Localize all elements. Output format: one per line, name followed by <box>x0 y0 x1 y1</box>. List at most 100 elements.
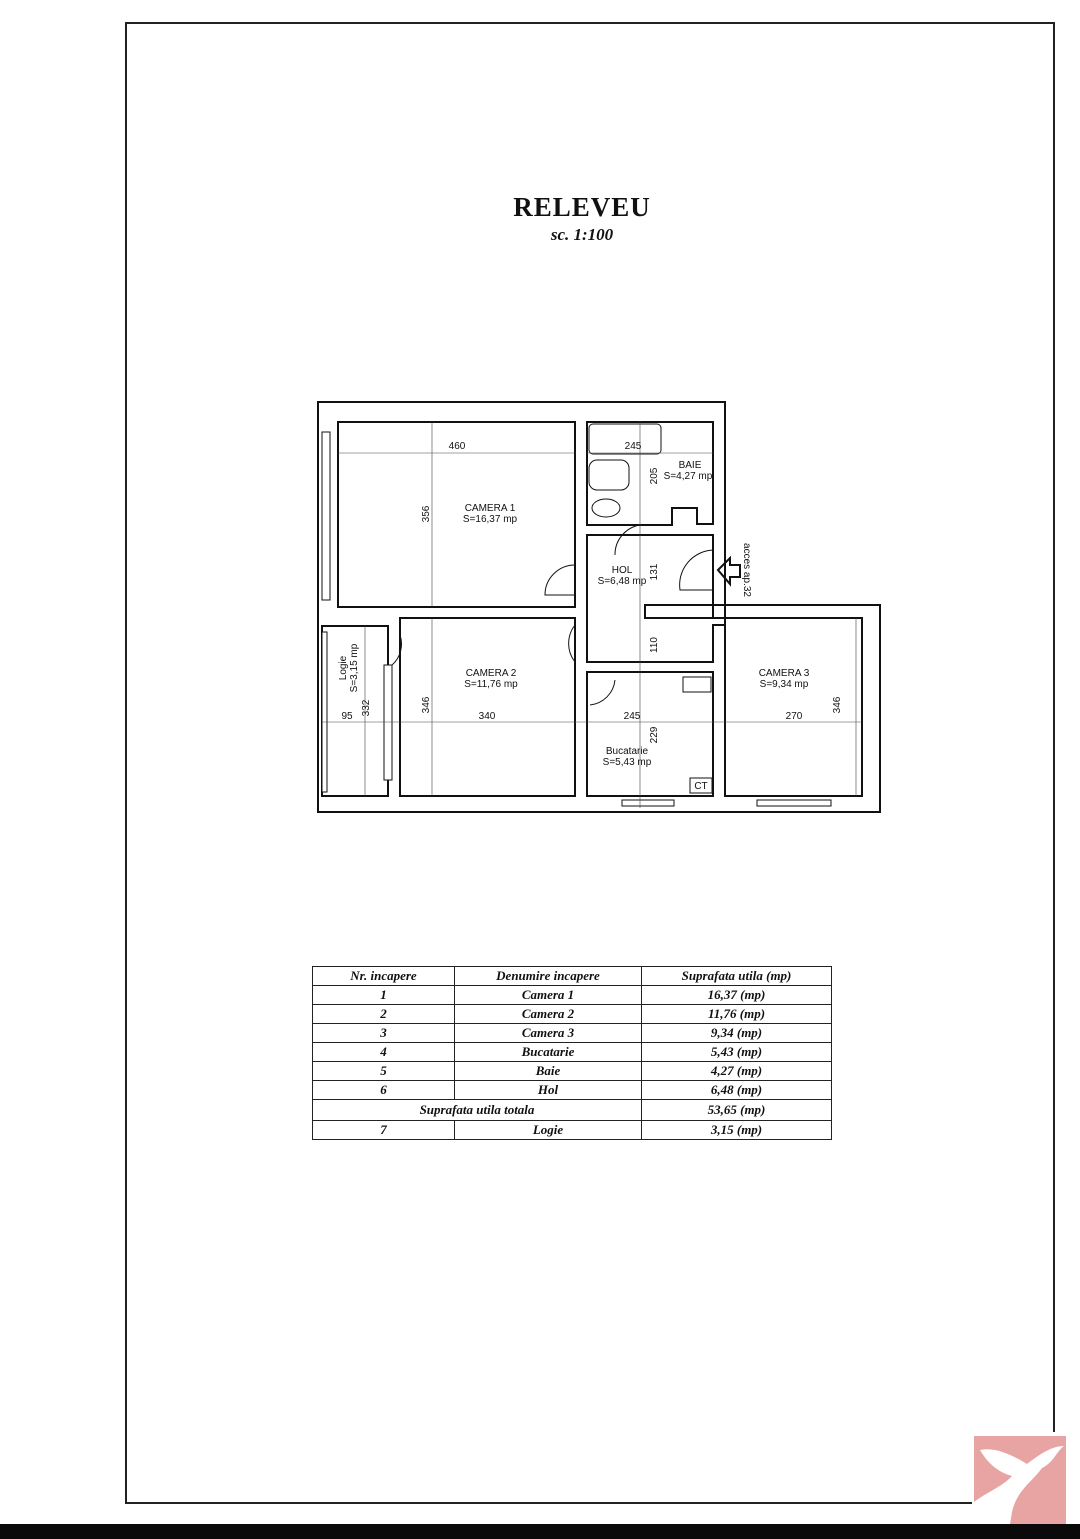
logie-outline <box>321 625 389 797</box>
dimension-labels: 460 245 356 205 131 110 95 332 346 340 2… <box>341 441 843 743</box>
dim-hol-upper: 131 <box>649 563 660 580</box>
camera2-area: S=11,76 mp <box>464 679 518 690</box>
cell-area: 11,76 (mp) <box>641 1004 832 1024</box>
window-camera1 <box>321 431 331 601</box>
dim-logie-width: 95 <box>341 711 353 722</box>
dove-logo-icon <box>974 1436 1066 1524</box>
camera2-outline <box>399 617 576 797</box>
door-entrance <box>679 549 714 591</box>
room-area-table: Nr. incapere Denumire incapere Suprafata… <box>312 966 832 1140</box>
document-title: RELEVEU <box>513 192 651 222</box>
toilet-icon <box>591 498 621 518</box>
cell-area: 16,37 (mp) <box>641 985 832 1005</box>
cell-area: 4,27 (mp) <box>641 1061 832 1081</box>
header-area: Suprafata utila (mp) <box>641 966 832 986</box>
window-camera2 <box>383 664 393 781</box>
door-logie <box>391 634 402 666</box>
room-labels: CAMERA 1 S=16,37 mp BAIE S=4,27 mp HOL S… <box>338 460 810 792</box>
dim-logie-depth: 332 <box>361 699 372 716</box>
bucatarie-area: S=5,43 mp <box>603 757 652 768</box>
hol-outline <box>586 534 726 663</box>
door-bucatarie <box>589 679 616 706</box>
cell-name: Camera 3 <box>454 1023 642 1043</box>
baie-area: S=4,27 mp <box>664 471 713 482</box>
camera3-outline <box>724 617 863 797</box>
cell-nr: 7 <box>312 1120 455 1140</box>
door-camera1 <box>544 564 576 596</box>
fixtures <box>588 423 713 794</box>
dim-camera3-width: 270 <box>786 711 803 722</box>
camera1-name: CAMERA 1 <box>465 503 516 514</box>
access-arrow-icon <box>716 555 741 587</box>
access-label: acces ap.32 <box>741 543 752 597</box>
dim-camera2-depth: 346 <box>421 696 432 713</box>
dim-bucatarie-width: 245 <box>624 711 641 722</box>
bucatarie-outline <box>586 671 714 797</box>
windows <box>321 431 832 807</box>
window-logie <box>321 631 328 793</box>
window-camera3 <box>756 799 832 807</box>
cell-name: Logie <box>454 1120 642 1140</box>
cell-nr: 6 <box>312 1080 455 1100</box>
logie-area: S=3,15 mp <box>349 643 360 692</box>
total-value: 53,65 (mp) <box>641 1099 832 1121</box>
dim-bucatarie-depth: 229 <box>649 726 660 743</box>
cell-nr: 3 <box>312 1023 455 1043</box>
cell-area: 5,43 (mp) <box>641 1042 832 1062</box>
dim-camera3-depth: 346 <box>832 696 843 713</box>
camera3-area: S=9,34 mp <box>760 679 809 690</box>
cell-area: 9,34 (mp) <box>641 1023 832 1043</box>
cell-nr: 2 <box>312 1004 455 1024</box>
walls <box>317 401 881 813</box>
hol-name: HOL <box>612 565 633 576</box>
door-camera2 <box>568 624 576 663</box>
kitchen-counter <box>682 676 712 693</box>
window-bucatarie <box>621 799 675 807</box>
cell-area: 3,15 (mp) <box>641 1120 832 1140</box>
dim-camera2-width: 340 <box>479 711 496 722</box>
dim-camera1-width: 460 <box>449 441 466 452</box>
total-label: Suprafata utila totala <box>312 1099 642 1121</box>
bucatarie-name: Bucatarie <box>606 746 649 757</box>
header-name: Denumire incapere <box>454 966 642 986</box>
ct-label: CT <box>694 781 707 792</box>
door-baie <box>614 524 641 556</box>
camera1-area: S=16,37 mp <box>463 514 518 525</box>
cell-nr: 1 <box>312 985 455 1005</box>
cell-name: Camera 2 <box>454 1004 642 1024</box>
hol-area: S=6,48 mp <box>598 576 647 587</box>
cell-name: Baie <box>454 1061 642 1081</box>
table-header: Nr. incapere Denumire incapere Suprafata… <box>312 966 832 986</box>
doors <box>391 524 741 706</box>
cell-name: Hol <box>454 1080 642 1100</box>
logo <box>972 1432 1068 1526</box>
cell-area: 6,48 (mp) <box>641 1080 832 1100</box>
document-scale: sc. 1:100 <box>550 225 614 244</box>
dim-baie-depth: 205 <box>649 467 660 484</box>
page-border <box>125 22 1055 1504</box>
cell-nr: 5 <box>312 1061 455 1081</box>
dim-hol-lower: 110 <box>649 637 660 653</box>
sink-icon <box>588 459 630 491</box>
cell-nr: 4 <box>312 1042 455 1062</box>
bottom-bar <box>0 1524 1080 1539</box>
baie-name: BAIE <box>679 460 702 471</box>
camera2-name: CAMERA 2 <box>466 668 517 679</box>
dim-baie-width: 245 <box>625 441 642 452</box>
dim-camera1-depth: 356 <box>421 505 432 522</box>
cell-name: Bucatarie <box>454 1042 642 1062</box>
camera3-name: CAMERA 3 <box>759 668 810 679</box>
cell-name: Camera 1 <box>454 985 642 1005</box>
bathtub-icon <box>588 423 662 455</box>
header-nr: Nr. incapere <box>312 966 455 986</box>
logie-name: Logie <box>338 655 349 680</box>
